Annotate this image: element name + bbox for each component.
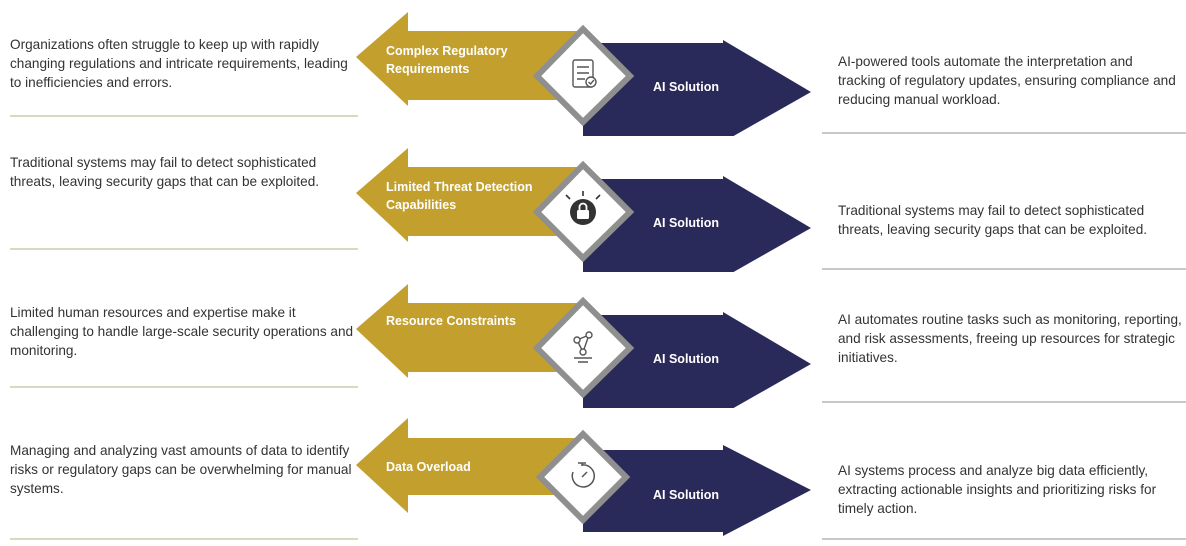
ai-solution-label: AI Solution — [653, 488, 719, 502]
left-divider — [10, 248, 358, 250]
stopwatch-icon — [571, 462, 596, 488]
challenge-description: Managing and analyzing vast amounts of d… — [10, 443, 352, 496]
document-checklist-icon — [572, 59, 597, 88]
challenge-label: Complex Regulatory Requirements — [386, 44, 508, 76]
solution-description: Traditional systems may fail to detect s… — [838, 203, 1148, 237]
left-divider — [10, 115, 358, 117]
arrow-pair: Resource Constraints AI Solution — [356, 272, 816, 408]
gold-arrow — [356, 12, 588, 106]
right-divider — [822, 538, 1186, 540]
solution-description: AI systems process and analyze big data … — [838, 463, 1157, 516]
challenge-row: Organizations often struggle to keep up … — [0, 0, 1186, 136]
arrow-pair: Data Overload AI Solution — [356, 408, 816, 544]
challenge-row: Limited human resources and expertise ma… — [0, 272, 1186, 408]
ai-solution-label: AI Solution — [653, 80, 719, 94]
left-divider — [10, 386, 358, 388]
icon-diamond — [532, 24, 635, 127]
icon-diamond — [535, 429, 631, 525]
icon-diamond — [532, 160, 635, 263]
gold-arrow — [356, 148, 588, 242]
arrow-pair: Limited Threat Detection Capabilities AI… — [356, 136, 816, 272]
arrow-pair: Complex Regulatory Requirements AI Solut… — [356, 0, 816, 136]
challenge-label: Limited Threat Detection Capabilities — [386, 180, 533, 212]
right-divider — [822, 268, 1186, 270]
navy-arrow — [583, 445, 811, 536]
navy-arrow — [583, 312, 811, 408]
challenge-description: Limited human resources and expertise ma… — [10, 305, 354, 358]
shield-lock-icon — [565, 191, 601, 225]
challenge-row: Managing and analyzing vast amounts of d… — [0, 408, 1186, 544]
icon-diamond — [532, 296, 635, 399]
navy-arrow — [583, 40, 811, 136]
right-divider — [822, 401, 1186, 403]
challenge-description: Organizations often struggle to keep up … — [10, 37, 348, 90]
challenge-label: Data Overload — [386, 460, 471, 474]
left-divider — [10, 538, 358, 540]
navy-arrow — [583, 176, 811, 272]
ai-solution-label: AI Solution — [653, 352, 719, 366]
challenge-description: Traditional systems may fail to detect s… — [10, 155, 320, 189]
solution-description: AI-powered tools automate the interpreta… — [838, 54, 1176, 107]
gold-arrow — [356, 418, 588, 513]
network-nodes-icon — [573, 331, 593, 363]
gold-arrow — [356, 284, 588, 378]
challenge-label: Resource Constraints — [386, 314, 516, 328]
right-divider — [822, 132, 1186, 134]
challenge-row: Traditional systems may fail to detect s… — [0, 136, 1186, 272]
solution-description: AI automates routine tasks such as monit… — [838, 312, 1182, 365]
ai-solution-label: AI Solution — [653, 216, 719, 230]
